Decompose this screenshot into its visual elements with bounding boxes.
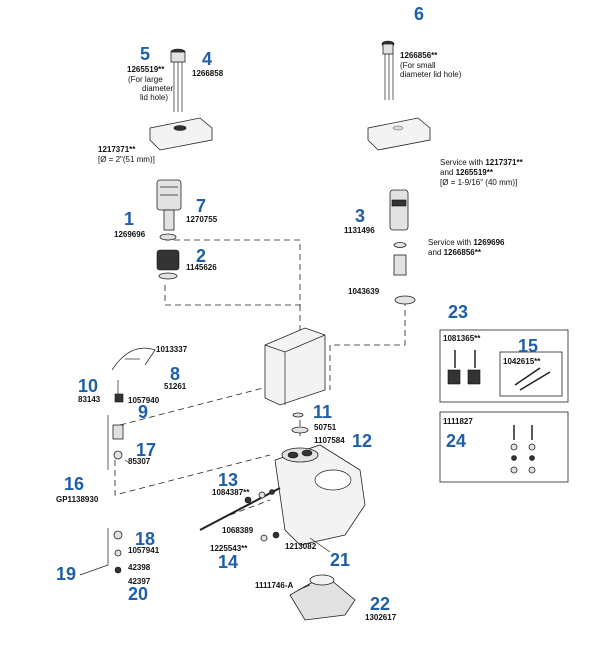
code-1: 1269696 — [114, 230, 146, 239]
code-10: 83143 — [78, 395, 101, 404]
callout-1: 1 — [124, 209, 134, 229]
code-20: 42397 — [128, 577, 151, 586]
service-note-lid-3: [Ø = 1-9/16" (40 mm)] — [440, 178, 517, 187]
callout-22: 22 — [370, 594, 390, 614]
callout-4: 4 — [202, 49, 212, 69]
code-3: 1131496 — [344, 226, 375, 235]
code-washer: 42398 — [128, 563, 151, 572]
fill-valve-right — [389, 189, 416, 305]
code-15: 1042615** — [503, 357, 541, 366]
note-5-line3: lid hole) — [140, 93, 168, 102]
code-16: GP1138930 — [56, 495, 99, 504]
note-5-line2: diameter — [142, 84, 173, 93]
part-codes: 1265519** (For large diameter lid hole) … — [56, 51, 541, 622]
callout-17: 17 — [136, 440, 156, 460]
code-17: 85307 — [128, 457, 151, 466]
callout-21: 21 — [330, 550, 350, 570]
callout-10: 10 — [78, 376, 98, 396]
callout-numbers: 5 4 6 1 7 2 3 23 15 24 8 10 9 17 11 12 1… — [56, 4, 538, 614]
code-flange: 1111746-A — [255, 581, 293, 590]
flush-valve-left — [156, 179, 182, 280]
code-6: 1266856** — [400, 51, 438, 60]
callout-14: 14 — [218, 552, 238, 572]
code-lid: 1217371** — [98, 145, 136, 154]
callout-24: 24 — [446, 431, 466, 451]
callout-6: 6 — [414, 4, 424, 24]
callout-19: 19 — [56, 564, 76, 584]
callout-3: 3 — [355, 206, 365, 226]
callout-16: 16 — [64, 474, 84, 494]
tank-lid-right — [367, 117, 431, 151]
code-23: 1081365** — [443, 334, 481, 343]
code-11: 50751 — [314, 423, 337, 432]
code-7: 1270755 — [186, 215, 218, 224]
pushbutton-small — [381, 40, 395, 100]
callout-9: 9 — [138, 402, 148, 422]
callout-13: 13 — [218, 470, 238, 490]
leader-lines — [79, 358, 331, 591]
code-9: 1057940 — [128, 396, 160, 405]
service-notes: Service with 1217371** and 1265519** [Ø … — [428, 158, 524, 257]
code-bolt: 1068389 — [222, 526, 254, 535]
service-note-valve-1: Service with 1269696 — [428, 238, 505, 247]
code-21: 1213082 — [285, 542, 317, 551]
code-2: 1145626 — [186, 263, 217, 272]
callout-20: 20 — [128, 584, 148, 604]
service-note-lid-1: Service with 1217371** — [440, 158, 524, 167]
callout-12: 12 — [352, 431, 372, 451]
service-note-valve-2: and 1266856** — [428, 248, 482, 257]
callout-11: 11 — [313, 402, 332, 422]
callout-18: 18 — [135, 529, 155, 549]
code-12: 1107584 — [314, 436, 345, 445]
pushbutton-large — [170, 48, 186, 112]
code-5: 1265519** — [127, 65, 165, 74]
code-24: 1111827 — [443, 417, 473, 426]
code-8: 51261 — [164, 382, 187, 391]
kit-box-23 — [439, 329, 569, 403]
callout-5: 5 — [140, 44, 150, 64]
toilet-bowl — [274, 444, 366, 546]
callout-7: 7 — [196, 196, 206, 216]
callout-2: 2 — [196, 246, 206, 266]
tank-body — [264, 327, 326, 406]
kit-box-24 — [439, 411, 569, 483]
code-22: 1302617 — [365, 613, 397, 622]
lid-dimension: [Ø = 2"(51 mm)] — [98, 155, 155, 164]
assembly-lines — [114, 239, 406, 516]
code-supply-tube: 1013337 — [156, 345, 188, 354]
code-seal-left: 1043639 — [348, 287, 380, 296]
note-5-line1: (For large — [128, 75, 163, 84]
code-4: 1266858 — [192, 69, 224, 78]
callout-8: 8 — [170, 364, 180, 384]
code-14: 1225543** — [210, 544, 248, 553]
callout-23: 23 — [448, 302, 468, 322]
callout-15: 15 — [518, 336, 538, 356]
note-6-line2: diameter lid hole) — [400, 70, 462, 79]
service-note-lid-2: and 1265519** — [440, 168, 494, 177]
note-6-line1: (For small — [400, 61, 436, 70]
tank-lid-left — [149, 117, 213, 151]
code-13: 1084387** — [212, 488, 250, 497]
code-18: 1057941 — [128, 546, 160, 555]
